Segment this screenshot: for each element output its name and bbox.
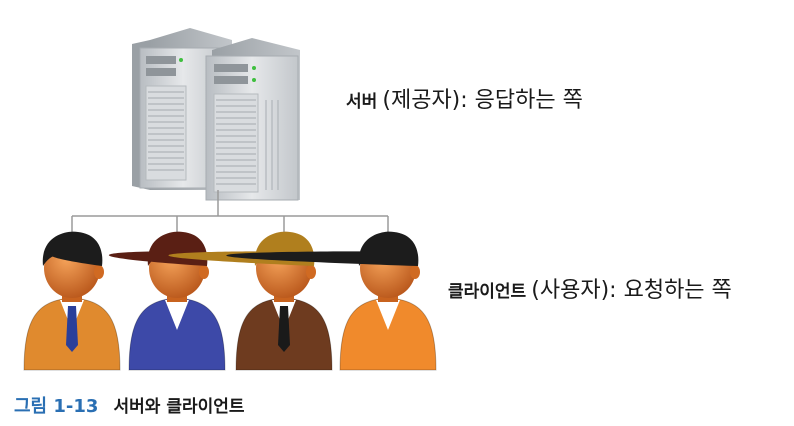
- client-group: [23, 231, 437, 371]
- user-person-icon: [23, 231, 121, 371]
- server-group: [132, 28, 300, 201]
- server-label: 서버 (제공자): 응답하는 쪽: [346, 82, 583, 114]
- client-label-desc: (사용자): 요청하는 쪽: [531, 278, 732, 303]
- figure-number: 그림 1-13: [14, 396, 99, 417]
- server-tower-icon: [205, 38, 300, 201]
- user-person-icon: [226, 231, 437, 371]
- client-label-bold: 클라이언트: [448, 282, 527, 302]
- figure-caption: 그림 1-13 서버와 클라이언트: [14, 392, 245, 418]
- figure-title: 서버와 클라이언트: [113, 397, 245, 417]
- client-label: 클라이언트 (사용자): 요청하는 쪽: [448, 272, 732, 304]
- server-label-desc: (제공자): 응답하는 쪽: [382, 88, 583, 113]
- server-label-bold: 서버: [346, 92, 378, 112]
- server-client-diagram: [23, 28, 437, 371]
